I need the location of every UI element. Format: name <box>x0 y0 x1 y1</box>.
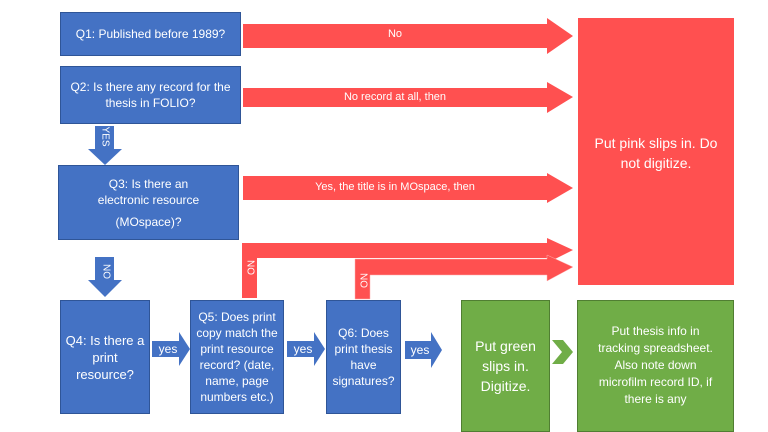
q1-box: Q1: Published before 1989? <box>60 12 241 56</box>
q3-box: Q3: Is there an electronic resource (MOs… <box>58 165 239 240</box>
q3-yes-label: Yes, the title is in MOspace, then <box>315 181 475 193</box>
q1-no-arrow <box>243 18 573 54</box>
q6-no-label: NO <box>357 273 369 288</box>
q1-text: Q1: Published before 1989? <box>75 27 226 41</box>
q2-no-arrow <box>243 82 573 113</box>
tracking-outcome: Put thesis info in tracking spreadsheet.… <box>577 300 734 432</box>
pink-slip-text: Put pink slips in. Do not digitize. <box>594 135 718 171</box>
q5-no-label: NO <box>244 260 256 275</box>
q4-text: Q4: Is there a print resource? <box>65 332 145 382</box>
q5-yes-arrow <box>287 332 325 366</box>
chevron-arrow <box>552 340 573 364</box>
q5-yes-label: yes <box>293 342 313 356</box>
q3-no-arrow <box>88 257 122 297</box>
q4-yes-arrow <box>152 332 190 366</box>
q6-text: Q6: Does print thesis have signatures? <box>332 326 395 388</box>
q3-yes-arrow <box>243 173 573 203</box>
q5-no-arrow <box>242 238 573 298</box>
q4-yes-label: yes <box>158 342 178 356</box>
tracking-text: Put thesis info in tracking spreadsheet.… <box>598 324 713 406</box>
q6-yes-arrow <box>405 332 442 368</box>
q2-text: Q2: Is there any record for the thesis i… <box>70 80 231 110</box>
q5-box: Q5: Does print copy match the print reso… <box>190 300 284 414</box>
q5-text: Q5: Does print copy match the print reso… <box>196 310 278 404</box>
q3-no-label: NO <box>100 264 112 279</box>
green-slip-text: Put green slips in. Digitize. <box>475 338 536 394</box>
pink-slip-outcome: Put pink slips in. Do not digitize. <box>578 18 734 285</box>
green-slip-outcome: Put green slips in. Digitize. <box>461 300 550 432</box>
q3-text: Q3: Is there an electronic resource <box>97 176 200 207</box>
q6-no-arrow <box>354 254 574 300</box>
q2-box: Q2: Is there any record for the thesis i… <box>60 66 241 124</box>
q6-box: Q6: Does print thesis have signatures? <box>326 300 401 414</box>
q4-box: Q4: Is there a print resource? <box>60 300 150 414</box>
q3-subtext: (MOspace)? <box>115 214 182 229</box>
q6-yes-label: yes <box>410 343 430 357</box>
q2-no-label: No record at all, then <box>343 91 447 103</box>
q2-yes-arrow <box>88 126 122 165</box>
q1-no-label: No <box>387 28 403 40</box>
q2-yes-label: YES <box>99 126 111 147</box>
